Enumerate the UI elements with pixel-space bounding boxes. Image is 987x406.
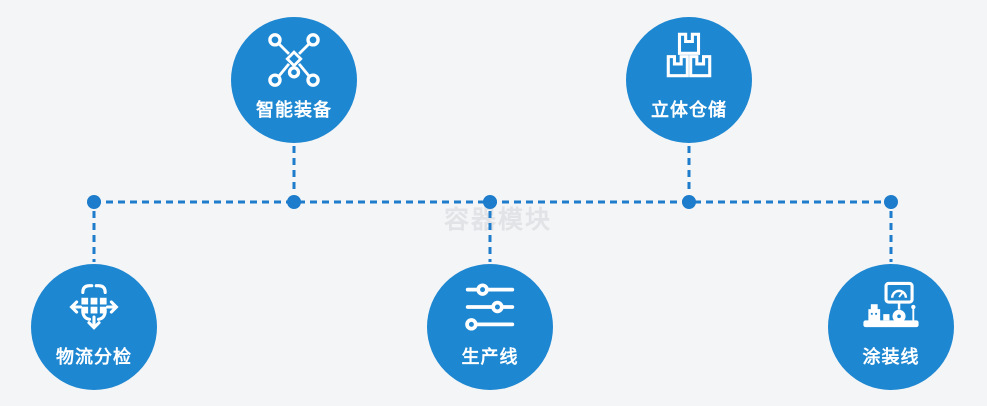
node-label: 物流分检 [56, 347, 132, 368]
node-smart-equipment: 智能装备 [231, 17, 357, 143]
node-production-line: 生产线 [427, 264, 553, 390]
node-label: 生产线 [461, 347, 519, 368]
stacked-boxes-icon [666, 32, 712, 78]
node-logistics-sorting: 物流分检 [31, 264, 157, 390]
node-warehouse: 立体仓储 [626, 17, 752, 143]
junction-dot [884, 195, 898, 209]
node-label: 智能装备 [256, 100, 332, 121]
network-nodes-icon [268, 33, 320, 87]
sliders-icon [465, 283, 515, 331]
junction-dot [287, 195, 301, 209]
node-coating-line: 涂装线 [828, 264, 954, 390]
junction-dot [682, 195, 696, 209]
junction-dot [483, 195, 497, 209]
machine-monitor-icon [863, 281, 919, 328]
node-label: 涂装线 [862, 347, 920, 368]
sorting-arrows-icon [69, 284, 119, 330]
watermark-text: 容器模块 [444, 205, 553, 234]
junction-dot [87, 195, 101, 209]
node-label: 立体仓储 [651, 100, 727, 121]
